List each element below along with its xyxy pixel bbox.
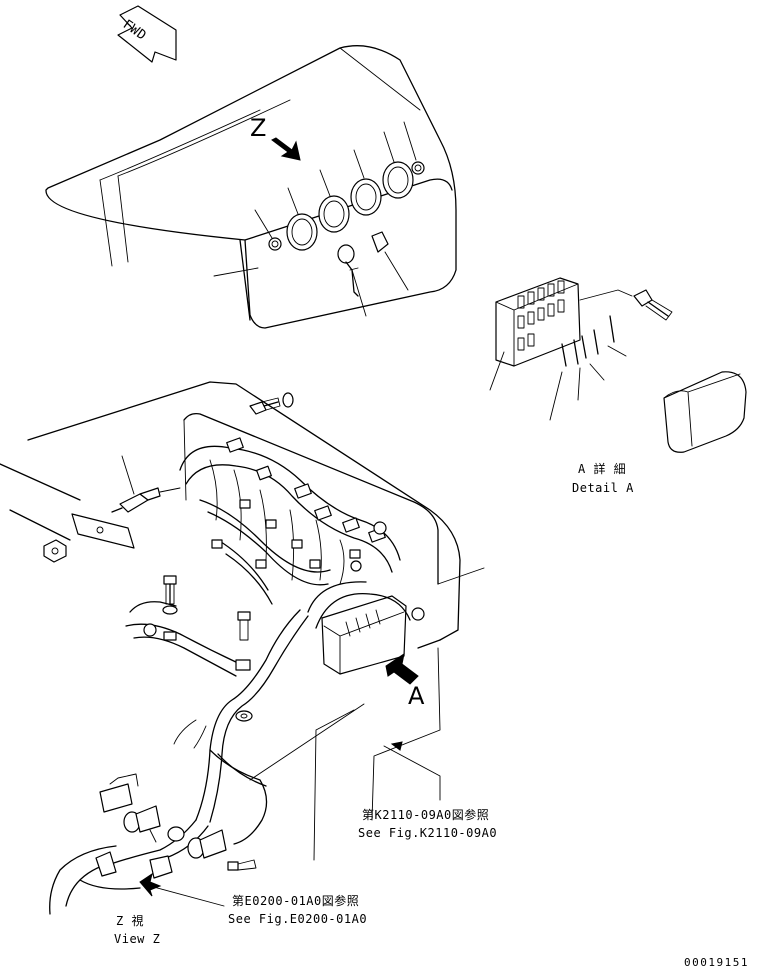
sensor-plug-icon — [111, 487, 181, 513]
gauge-1 — [286, 213, 318, 251]
detail-a-title-en: Detail A — [572, 481, 634, 495]
cable-clamp-left — [125, 601, 251, 677]
indicator-lamp-right — [411, 161, 425, 175]
horn-icon-right — [187, 829, 227, 859]
fuse-box-detail — [495, 277, 633, 367]
view-z-arrow-icon — [271, 137, 301, 161]
bolt-icon-top — [249, 397, 281, 415]
bracket-plate — [71, 513, 135, 549]
key-switch-icon — [337, 244, 359, 297]
nut-icon — [43, 539, 67, 563]
view-a-letter: A — [408, 682, 425, 710]
dashboard-outline — [0, 381, 485, 649]
leader-lines-detail-a — [489, 345, 627, 421]
reference-k2110-en: See Fig.K2110-09A0 — [358, 826, 498, 840]
view-z-title-jp: Z 視 — [116, 914, 144, 928]
fuse-box-cover — [663, 371, 747, 453]
reference-leader-lines — [249, 647, 441, 861]
bushing-icon — [167, 826, 185, 842]
main-harness-bundle — [179, 445, 401, 605]
panel-switch-icon — [371, 231, 389, 253]
fwd-arrow-icon — [117, 5, 177, 63]
view-z-pointer-arrow — [139, 872, 225, 907]
washer-icon-bottom — [235, 710, 253, 722]
indicator-lamp-left — [268, 237, 282, 251]
bolt-icon-center — [237, 611, 251, 641]
lower-harness — [49, 609, 309, 915]
relay-connector-lower — [99, 773, 139, 813]
instrument-panel-housing — [45, 45, 457, 329]
view-z-title-en: View Z — [114, 932, 161, 946]
fuse-box-screw-icon — [633, 289, 673, 321]
fuse-icons — [561, 315, 615, 367]
leader-line-sensor — [121, 455, 135, 495]
bolt-icon-lower — [227, 859, 257, 871]
relay-box — [321, 595, 407, 675]
view-z-letter: Z — [250, 114, 267, 142]
relay-box-harness — [307, 581, 425, 629]
bolt-icon-left — [162, 575, 178, 615]
view-a-arrow-icon — [385, 652, 419, 685]
reference-k2110-jp: 第K2110-09A0図参照 — [362, 808, 490, 822]
reference-e0200-jp: 第E0200-01A0図参照 — [232, 894, 360, 908]
detail-a-title-jp: A 詳 細 — [578, 462, 627, 476]
gauge-3 — [350, 178, 382, 216]
washer-icon-top — [282, 392, 294, 408]
connector-plug-lower — [95, 851, 173, 879]
drawing-number: 00019151 — [684, 956, 749, 969]
reference-e0200-en: See Fig.E0200-01A0 — [228, 912, 368, 926]
gauge-4 — [382, 161, 414, 199]
gauge-2 — [318, 195, 350, 233]
harness-connectors — [211, 437, 387, 572]
leader-lines-top — [213, 121, 417, 317]
horn-icon-left — [123, 805, 161, 843]
